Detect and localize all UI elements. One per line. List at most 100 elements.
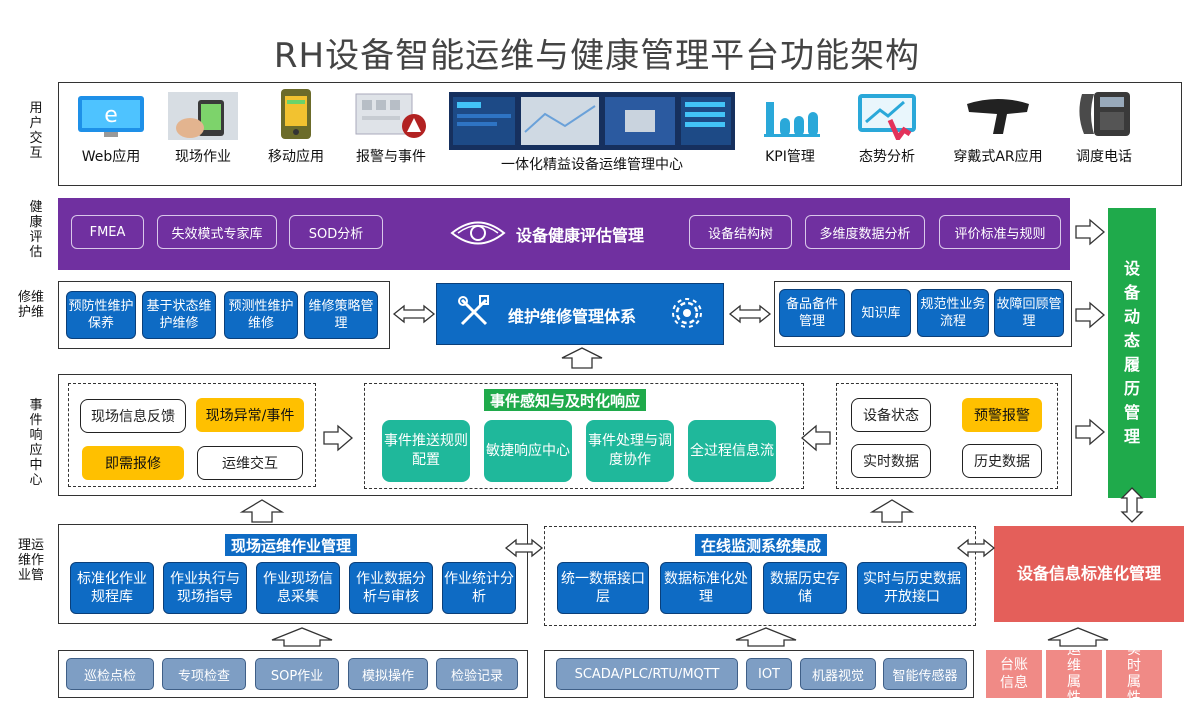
ux-field-work[interactable]: 现场作业 xyxy=(148,88,258,166)
event-item[interactable]: 设备状态 xyxy=(851,398,931,432)
side-label-ops: 理运维作业管 xyxy=(17,538,44,583)
dynamic-history-label: 设备动态履历管理 xyxy=(1123,259,1140,446)
ops-item[interactable]: 作业执行与现场指导 xyxy=(163,562,247,614)
tablet-hand-icon xyxy=(148,88,258,140)
arrow-up xyxy=(869,499,915,523)
ux-label: Web应用 xyxy=(81,149,141,165)
ar-glasses-icon xyxy=(943,88,1053,140)
maint-item[interactable]: 备品备件管理 xyxy=(779,289,845,337)
event-right-group xyxy=(836,383,1058,489)
ops-item[interactable]: 作业数据分析与审核 xyxy=(349,562,433,614)
sod-button[interactable]: SOD分析 xyxy=(289,215,383,249)
ops-item[interactable]: 作业现场信息采集 xyxy=(256,562,340,614)
page-title: RH设备智能运维与健康管理平台功能架构 xyxy=(273,36,921,76)
maint-item[interactable]: 知识库 xyxy=(851,289,911,337)
source-item[interactable]: IOT xyxy=(746,658,792,690)
source-item[interactable]: 智能传感器 xyxy=(883,658,967,690)
failure-mode-button[interactable]: 失效模式专家库 xyxy=(157,215,277,249)
ux-label: 现场作业 xyxy=(175,149,231,165)
std-info-panel[interactable]: 设备信息标准化管理 xyxy=(994,526,1184,622)
arrow-right xyxy=(1075,301,1105,329)
event-center-title: 事件感知与及时化响应 xyxy=(484,389,647,411)
ux-label: 调度电话 xyxy=(1076,149,1132,165)
ops-item[interactable]: 标准化作业规程库 xyxy=(70,562,154,614)
svg-text:e: e xyxy=(104,103,118,128)
source-item[interactable]: 机器视觉 xyxy=(800,658,876,690)
source-item[interactable]: 实时属性 xyxy=(1106,650,1162,698)
maint-item[interactable]: 维修策略管理 xyxy=(304,291,378,339)
side-label-event: 事件响应中心 xyxy=(29,398,43,488)
bar-chart-icon xyxy=(735,88,845,140)
source-item[interactable]: 专项检查 xyxy=(162,658,246,690)
event-item[interactable]: 即需报修 xyxy=(82,446,184,480)
source-item[interactable]: 运维属性 xyxy=(1046,650,1102,698)
maint-center-panel xyxy=(436,283,724,345)
maint-item[interactable]: 故障回顾管理 xyxy=(994,289,1064,337)
ux-ar[interactable]: 穿戴式AR应用 xyxy=(943,88,1053,166)
arrow-double xyxy=(392,304,436,324)
source-item[interactable]: SCADA/PLC/RTU/MQTT xyxy=(556,658,738,690)
arrow-up xyxy=(1047,627,1109,647)
ux-label: 穿戴式AR应用 xyxy=(953,149,1043,165)
alarm-panel-icon xyxy=(336,88,446,140)
event-item[interactable]: 现场信息反馈 xyxy=(80,399,186,433)
event-item[interactable]: 预警报警 xyxy=(962,398,1042,432)
ux-label: 态势分析 xyxy=(859,149,915,165)
monitor-item[interactable]: 统一数据接口层 xyxy=(557,562,649,614)
event-center-item[interactable]: 全过程信息流 xyxy=(688,420,776,482)
monitor-item[interactable]: 数据标准化处理 xyxy=(660,562,752,614)
multi-dim-button[interactable]: 多维度数据分析 xyxy=(805,215,925,249)
ops-item[interactable]: 作业统计分析 xyxy=(442,562,516,614)
maint-item[interactable]: 基于状态维护维修 xyxy=(142,291,216,339)
event-center-item[interactable]: 事件处理与调度协作 xyxy=(586,420,674,482)
arrow-left xyxy=(801,424,831,452)
ux-label: KPI管理 xyxy=(765,149,815,165)
event-item[interactable]: 实时数据 xyxy=(851,444,931,478)
maint-center-label: 维护维修管理体系 xyxy=(508,307,637,326)
phone-icon xyxy=(241,88,351,140)
ux-web[interactable]: e Web应用 xyxy=(56,88,166,166)
arrow-up xyxy=(271,627,333,647)
ops-title: 现场运维作业管理 xyxy=(225,534,358,556)
maint-item[interactable]: 预测性维护维修 xyxy=(224,291,298,339)
ux-situation[interactable]: 态势分析 xyxy=(832,88,942,166)
structure-tree-button[interactable]: 设备结构树 xyxy=(689,215,792,249)
arrow-up xyxy=(735,627,797,647)
maint-item[interactable]: 预防性维护保养 xyxy=(66,291,136,339)
source-item[interactable]: 巡检点检 xyxy=(66,658,154,690)
ux-ops-center[interactable]: 一体化精益设备运维管理中心 xyxy=(449,92,735,174)
ux-alarm[interactable]: 报警与事件 xyxy=(336,88,446,166)
ux-label: 移动应用 xyxy=(268,149,324,165)
side-label-health: 健康评估 xyxy=(29,200,43,260)
monitor-panel xyxy=(544,526,976,626)
arrow-double-vertical xyxy=(1120,487,1144,523)
source-item[interactable]: 模拟操作 xyxy=(348,658,428,690)
dynamic-history-panel[interactable]: 设备动态履历管理 xyxy=(1108,208,1156,498)
event-center-item[interactable]: 事件推送规则配置 xyxy=(382,420,470,482)
event-item[interactable]: 历史数据 xyxy=(962,444,1042,478)
source-item[interactable]: 检验记录 xyxy=(436,658,518,690)
fmea-button[interactable]: FMEA xyxy=(71,215,144,249)
event-item[interactable]: 现场异常/事件 xyxy=(196,398,304,432)
monitor-icon: e xyxy=(56,88,166,140)
ux-phone[interactable]: 调度电话 xyxy=(1049,88,1159,166)
monitor-item[interactable]: 数据历史存储 xyxy=(763,562,847,614)
event-center-item[interactable]: 敏捷响应中心 xyxy=(484,420,572,482)
gear-icon xyxy=(668,294,706,332)
event-left-group xyxy=(68,383,316,487)
source-item[interactable]: 台账信息 xyxy=(986,650,1042,698)
arrow-right xyxy=(1075,418,1105,446)
side-label-user: 用户交互 xyxy=(29,101,43,161)
ux-mobile[interactable]: 移动应用 xyxy=(241,88,351,166)
source-item[interactable]: SOP作业 xyxy=(255,658,339,690)
eval-standard-button[interactable]: 评价标准与规则 xyxy=(939,215,1061,249)
ux-kpi[interactable]: KPI管理 xyxy=(735,88,845,166)
monitor-title: 在线监测系统集成 xyxy=(695,534,828,556)
health-panel xyxy=(58,198,1070,270)
eye-icon xyxy=(448,218,508,248)
monitor-item[interactable]: 实时与历史数据开放接口 xyxy=(857,562,967,614)
event-item[interactable]: 运维交互 xyxy=(197,446,303,480)
arrow-double xyxy=(956,538,996,558)
maint-item[interactable]: 规范性业务流程 xyxy=(917,289,989,337)
